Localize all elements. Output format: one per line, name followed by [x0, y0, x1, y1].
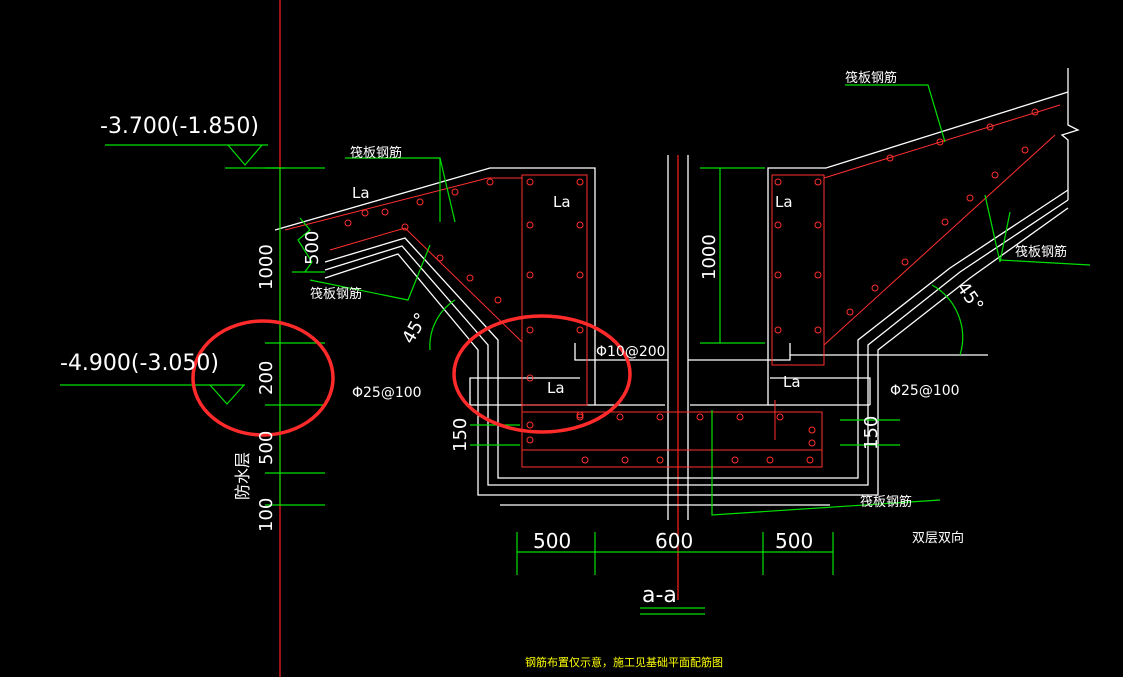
- highlight-circle-left: [191, 319, 335, 437]
- label-phi10: Φ10@200: [596, 344, 666, 360]
- dim-200: 200: [256, 361, 277, 395]
- label-waterproof: 防水层: [233, 452, 252, 500]
- label-la-5: La: [783, 373, 801, 391]
- dim-150-right: 150: [861, 416, 882, 450]
- label-la-3: La: [775, 193, 793, 211]
- label-la-1: La: [352, 184, 370, 202]
- label-angle-left: 45°: [398, 309, 432, 347]
- dim-100: 100: [256, 498, 277, 532]
- section-title: a-a: [642, 583, 677, 608]
- level-bottom: -4.900(-3.050): [60, 351, 219, 376]
- label-raft-rebar-top-right: 筏板钢筋: [845, 70, 897, 86]
- label-phi25-left: Φ25@100: [352, 385, 422, 401]
- highlight-circle-center: [452, 314, 632, 434]
- rebar-layout: [284, 104, 1061, 468]
- label-angle-right: 45°: [952, 278, 988, 316]
- level-top: -3.700(-1.850): [100, 114, 259, 139]
- label-raft-rebar-right: 筏板钢筋: [1015, 244, 1067, 260]
- dim-500: 500: [256, 431, 277, 465]
- label-raft-rebar-bottom: 筏板钢筋: [860, 494, 912, 510]
- dim-right-1000: 1000: [699, 234, 720, 280]
- dimension-lines: [60, 84, 1091, 615]
- label-raft-rebar-left-low: 筏板钢筋: [310, 286, 362, 302]
- label-la-4: La: [547, 379, 565, 397]
- dim-slab-500: 500: [302, 231, 323, 265]
- label-phi25-right: Φ25@100: [890, 383, 960, 399]
- dim-left-1000: 1000: [256, 244, 277, 290]
- dim-150-left: 150: [450, 418, 471, 452]
- label-la-2: La: [553, 193, 571, 211]
- dim-bottom-right: 500: [775, 529, 813, 553]
- dim-bottom-left: 500: [533, 529, 571, 553]
- label-raft-rebar-top-left: 筏板钢筋: [350, 145, 402, 161]
- label-double-layer: 双层双向: [912, 530, 964, 546]
- dim-bottom-mid: 600: [655, 529, 693, 553]
- footnote: 钢筋布置仅示意，施工见基础平面配筋图: [525, 655, 723, 669]
